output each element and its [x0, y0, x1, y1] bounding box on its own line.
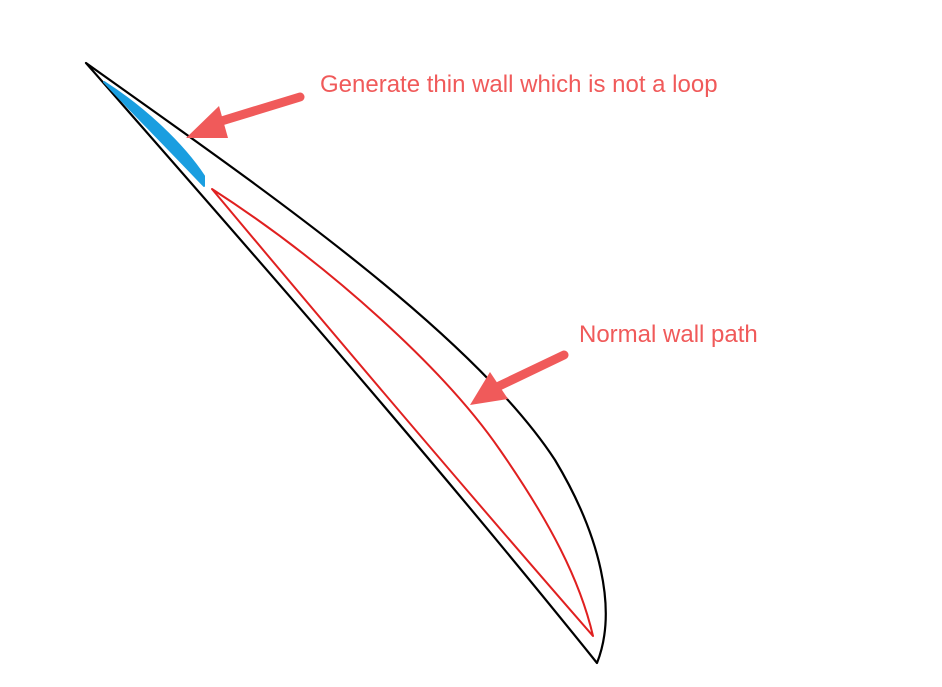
normal-wall-path — [211, 188, 594, 637]
thin-wall-region — [103, 81, 205, 187]
arrow-icon — [470, 350, 569, 405]
normal-wall-annotation-label: Normal wall path — [579, 321, 758, 348]
arrow-icon — [186, 92, 305, 138]
thin-wall-annotation-label: Generate thin wall which is not a loop — [320, 71, 718, 98]
blade-outline — [84, 61, 607, 665]
